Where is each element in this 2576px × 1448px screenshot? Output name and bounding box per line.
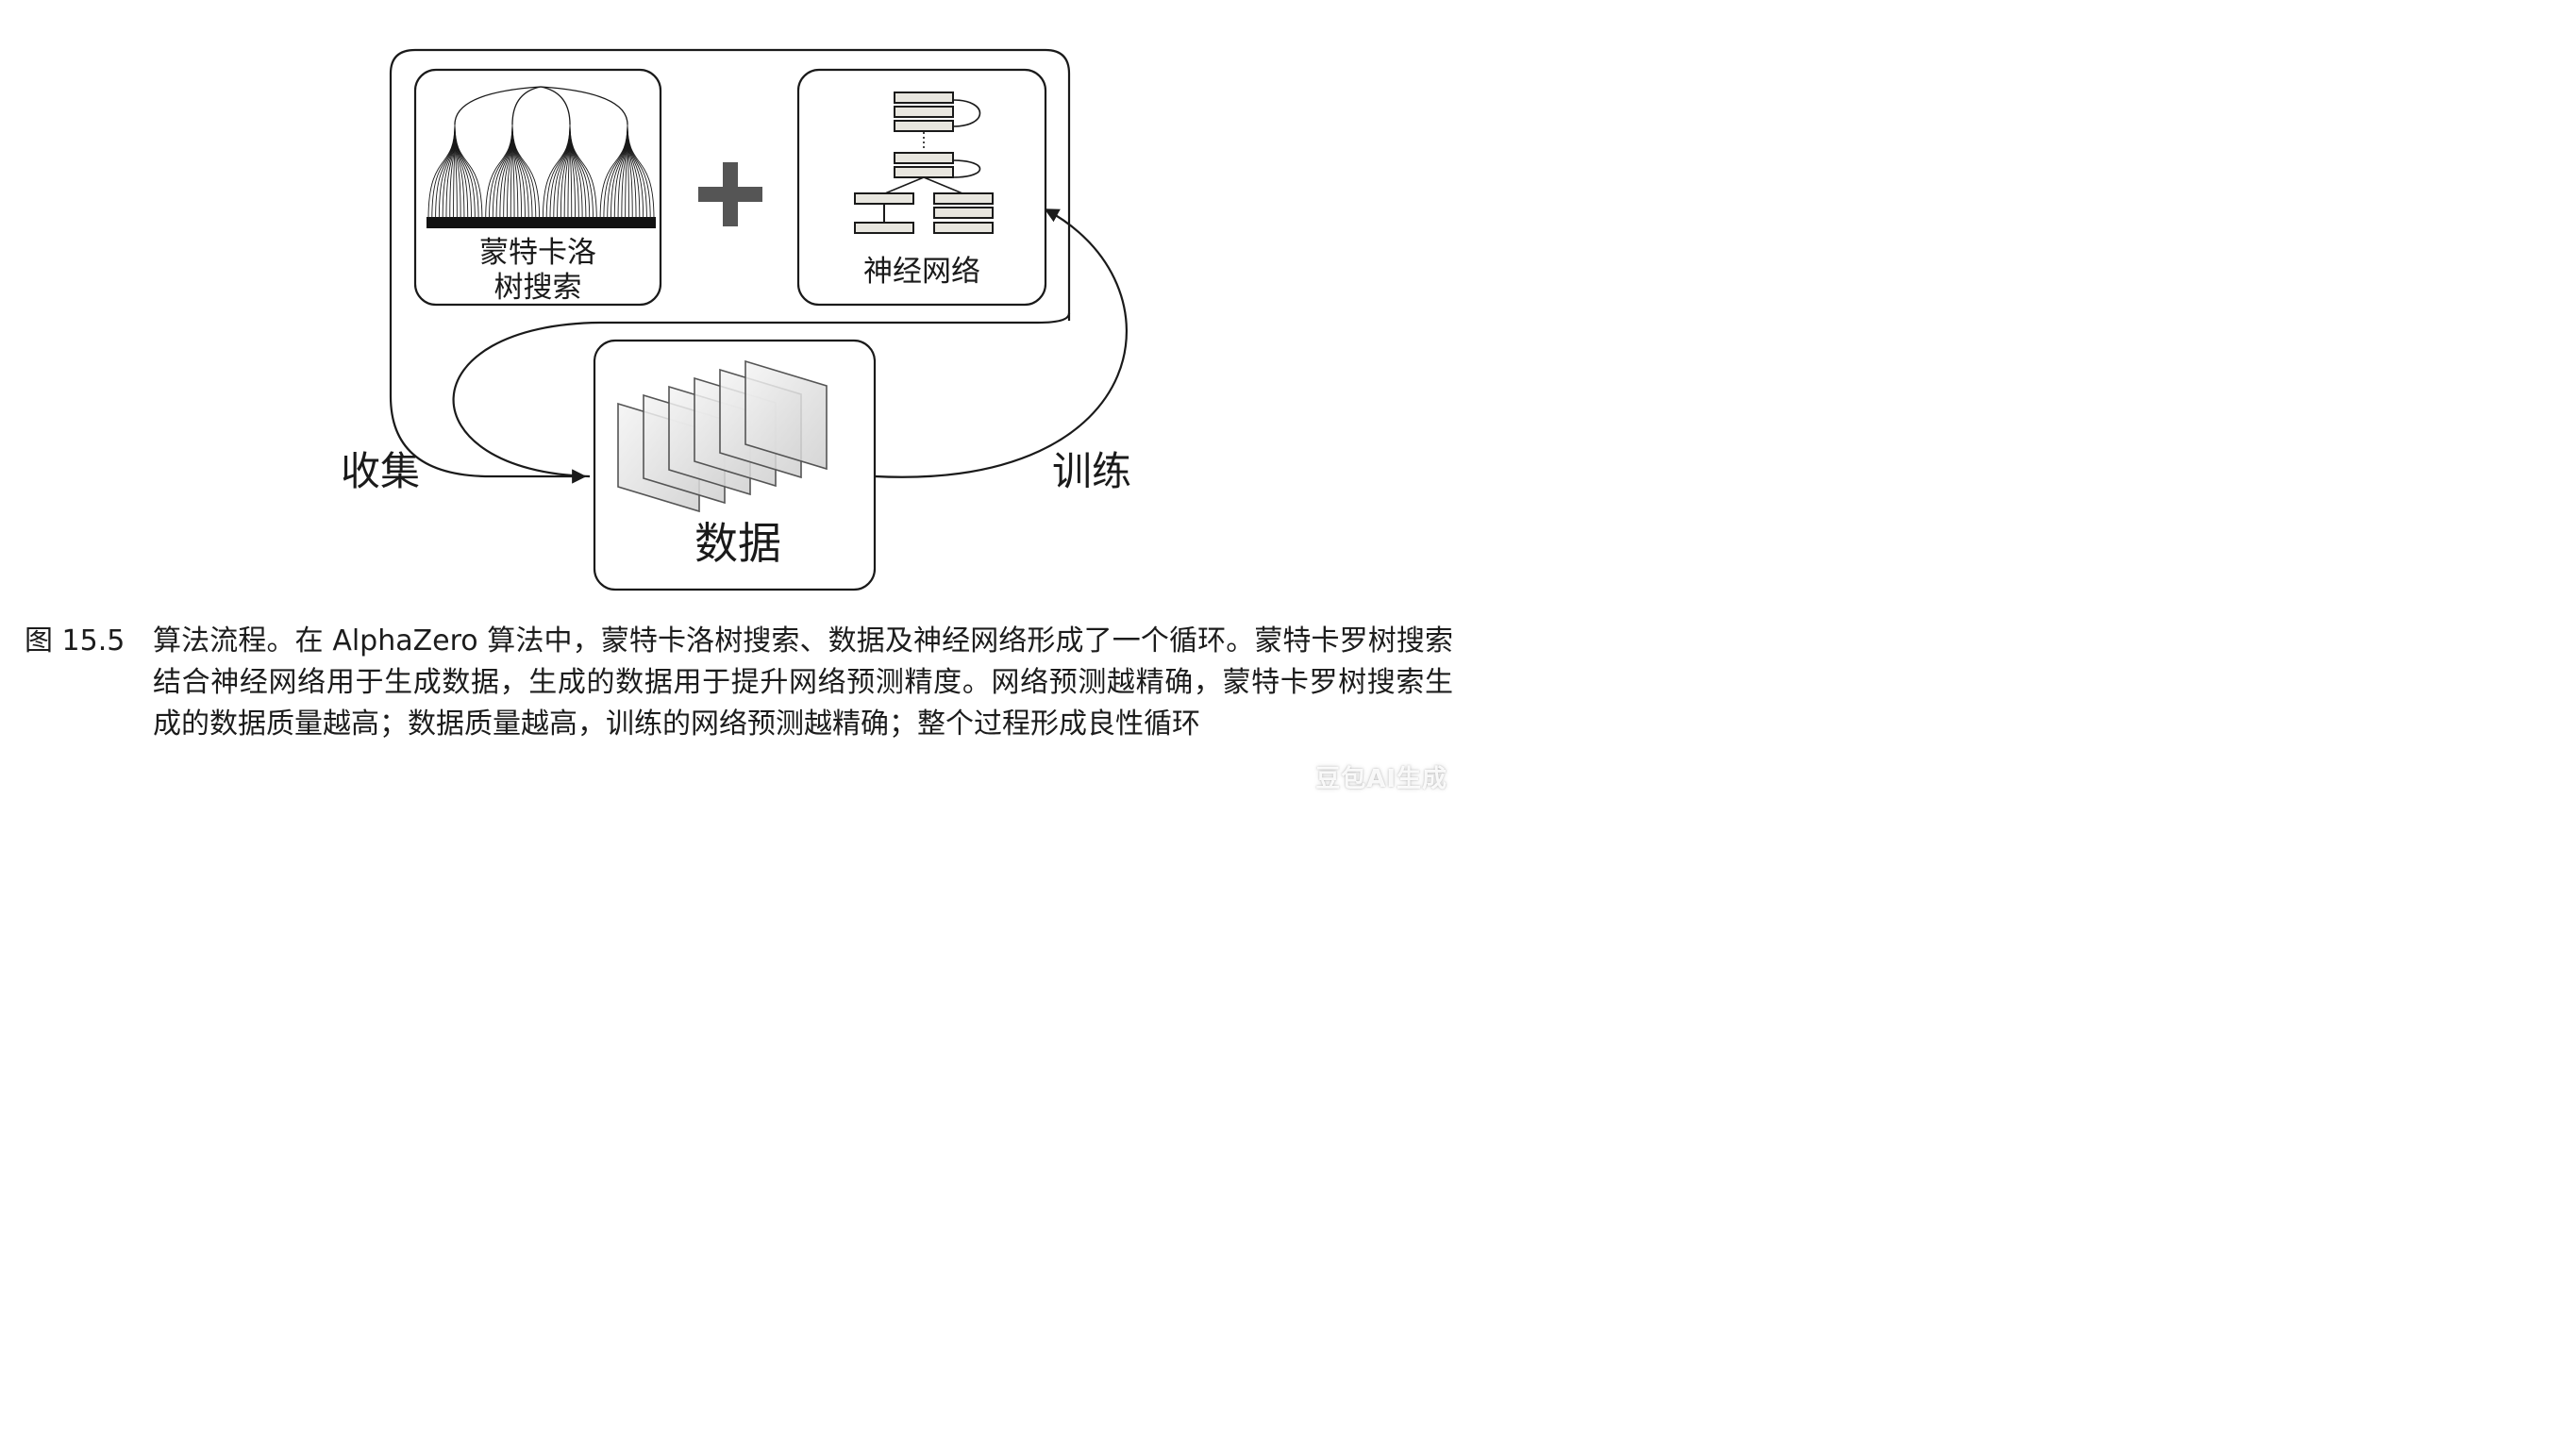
caption-label: 图 15.5	[25, 624, 125, 657]
watermark: 豆包AI生成	[1315, 765, 1447, 793]
train-label: 训练	[1052, 448, 1131, 494]
mcts-label-line2: 树搜索	[494, 271, 582, 305]
caption-text: 算法流程。在 AlphaZero 算法中，蒙特卡洛树搜索、数据及神经网络形成了一…	[153, 624, 1453, 741]
train-arrow	[874, 208, 1128, 478]
plus-icon	[698, 162, 762, 226]
neural-network-label: 神经网络	[863, 255, 980, 289]
collect-label: 收集	[341, 448, 420, 494]
neural-network-box: 神经网络	[796, 68, 1047, 307]
data-label: 数据	[694, 518, 781, 569]
neural-network-icon	[854, 92, 994, 234]
collect-loop-frame	[389, 48, 1071, 484]
search-tree-icon	[427, 86, 656, 228]
data-box: 数据	[593, 339, 877, 591]
data-slices-icon	[617, 359, 828, 513]
alphazero-loop-diagram: 蒙特卡洛 树搜索	[341, 48, 1131, 591]
mcts-box: 蒙特卡洛 树搜索	[413, 68, 662, 307]
collect-loop-curve	[452, 312, 1071, 478]
mcts-label-line1: 蒙特卡洛	[479, 236, 596, 270]
